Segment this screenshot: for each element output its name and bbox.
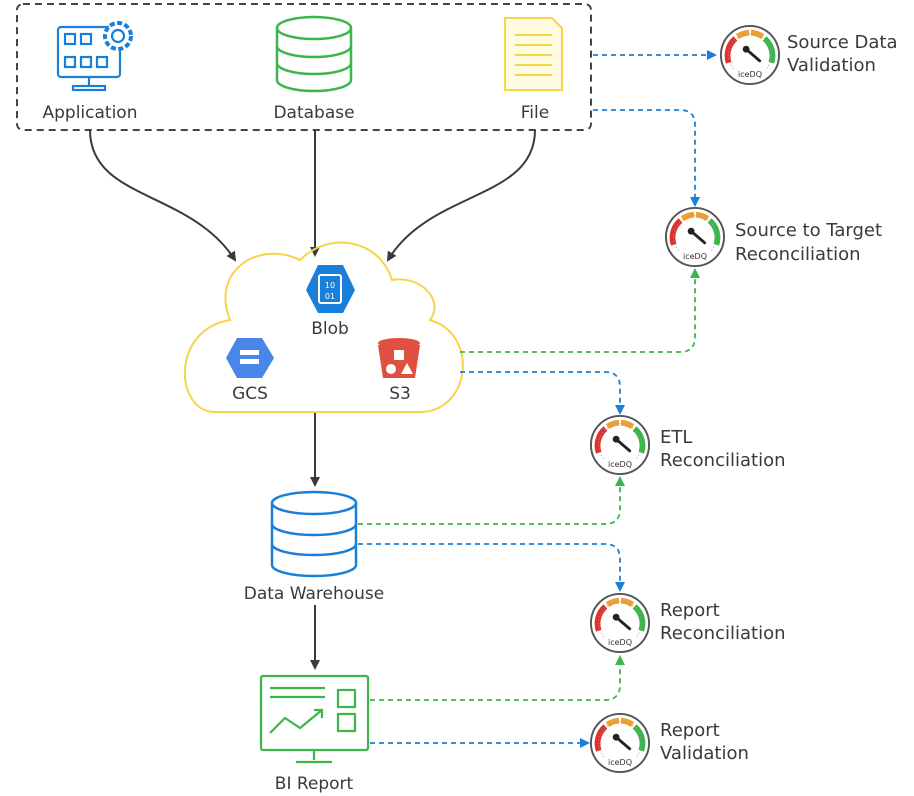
file-icon bbox=[504, 17, 563, 91]
svg-text:10: 10 bbox=[325, 281, 335, 290]
gauge-report-reconciliation: iceDQ Report Reconciliation bbox=[591, 594, 786, 652]
gauge-etl-reconciliation: iceDQ ETL Reconciliation bbox=[591, 416, 786, 474]
s3-label: S3 bbox=[389, 384, 411, 404]
svg-text:Reconciliation: Reconciliation bbox=[660, 623, 786, 644]
validation-connectors bbox=[358, 50, 717, 748]
database-label: Database bbox=[273, 103, 354, 123]
s3-bucket-icon bbox=[378, 338, 420, 378]
svg-text:Reconciliation: Reconciliation bbox=[660, 450, 786, 471]
bi-report-label: BI Report bbox=[275, 774, 354, 794]
svg-text:Report: Report bbox=[660, 600, 720, 621]
gauge-source-data-validation: iceDQ Source Data Validation bbox=[721, 26, 898, 84]
svg-text:ETL: ETL bbox=[660, 427, 692, 448]
svg-text:Source Data: Source Data bbox=[787, 32, 898, 53]
cloud-storage-outline bbox=[184, 241, 464, 413]
flow-arrows bbox=[89, 129, 536, 670]
gcs-icon bbox=[226, 338, 274, 378]
svg-text:iceDQ: iceDQ bbox=[608, 638, 632, 647]
application-icon bbox=[56, 21, 133, 92]
application-label: Application bbox=[43, 103, 138, 123]
svg-text:iceDQ: iceDQ bbox=[683, 252, 707, 261]
svg-text:01: 01 bbox=[325, 292, 335, 301]
bi-report-icon bbox=[259, 674, 370, 764]
blob-label: Blob bbox=[311, 319, 349, 339]
svg-text:Validation: Validation bbox=[660, 743, 749, 764]
svg-text:iceDQ: iceDQ bbox=[608, 758, 632, 767]
database-icon bbox=[275, 15, 353, 93]
gauge-source-to-target-reconciliation: iceDQ Source to Target Reconciliation bbox=[666, 208, 882, 266]
svg-text:iceDQ: iceDQ bbox=[738, 70, 762, 79]
file-label: File bbox=[521, 103, 549, 123]
svg-text:Validation: Validation bbox=[787, 55, 876, 76]
data-warehouse-icon bbox=[270, 490, 358, 578]
gcs-label: GCS bbox=[232, 384, 268, 404]
blob-storage-icon: 10 01 bbox=[306, 265, 355, 313]
sources-group-box bbox=[16, 3, 592, 131]
svg-text:Reconciliation: Reconciliation bbox=[735, 244, 861, 265]
gauge-report-validation: iceDQ Report Validation bbox=[591, 714, 749, 772]
svg-text:Report: Report bbox=[660, 720, 720, 741]
svg-text:Source to Target: Source to Target bbox=[735, 220, 882, 241]
data-warehouse-label: Data Warehouse bbox=[244, 584, 384, 604]
svg-text:iceDQ: iceDQ bbox=[608, 460, 632, 469]
